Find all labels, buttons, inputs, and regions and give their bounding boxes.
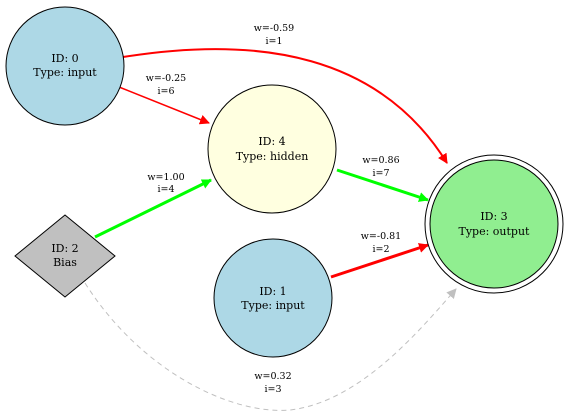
edge-2-to-3-line	[84, 282, 457, 411]
edge-4-to-3-line	[336, 168, 429, 202]
edge-1-to-3: w=-0.81 i=2	[330, 231, 429, 279]
edge-0-to-3-weight: w=-0.59	[254, 23, 294, 34]
node-4-shape	[207, 84, 337, 214]
node-4-id-label: ID: 4	[258, 135, 285, 148]
node-0-id-label: ID: 0	[51, 52, 78, 65]
node-3-type-label: Type: output	[459, 225, 531, 238]
edge-2-to-3-weight: w=0.32	[254, 371, 291, 382]
edge-0-to-4-weight: w=-0.25	[146, 73, 186, 84]
edge-0-to-4-index: i=6	[157, 86, 174, 97]
node-3: ID: 3 Type: output	[424, 154, 564, 294]
node-2: ID: 2 Bias	[14, 214, 116, 298]
edge-1-to-3-line	[330, 243, 429, 279]
edge-0-to-3-line	[122, 48, 448, 164]
edge-2-to-4-weight: w=1.00	[147, 172, 184, 183]
node-2-type-label: Bias	[53, 256, 77, 269]
node-4: ID: 4 Type: hidden	[207, 84, 337, 214]
node-1-type-label: Type: input	[241, 299, 305, 312]
node-1: ID: 1 Type: input	[213, 238, 333, 358]
node-3-shape	[429, 159, 559, 289]
edge-1-to-3-index: i=2	[372, 244, 389, 255]
edge-2-to-4-index: i=4	[157, 184, 174, 195]
edge-2-to-4: w=1.00 i=4	[94, 172, 212, 239]
node-2-shape	[14, 214, 116, 298]
node-1-shape	[213, 238, 333, 358]
node-1-id-label: ID: 1	[259, 285, 286, 298]
edge-0-to-4-line	[118, 86, 210, 125]
edge-4-to-3: w=0.86 i=7	[336, 155, 429, 202]
node-4-type-label: Type: hidden	[236, 150, 309, 163]
edge-4-to-3-weight: w=0.86	[362, 155, 399, 166]
edge-4-to-3-index: i=7	[372, 168, 389, 179]
edge-2-to-3: w=0.32 i=3	[84, 282, 457, 411]
edge-1-to-3-weight: w=-0.81	[361, 231, 401, 242]
edge-2-to-4-line	[94, 178, 212, 239]
node-0-shape	[5, 6, 125, 126]
node-2-id-label: ID: 2	[51, 242, 78, 255]
node-3-outer-ring	[424, 154, 564, 294]
node-0-type-label: Type: input	[33, 66, 97, 79]
edge-0-to-3: w=-0.59 i=1	[122, 23, 448, 164]
edge-0-to-3-index: i=1	[265, 36, 282, 47]
node-3-id-label: ID: 3	[480, 210, 507, 223]
edge-2-to-3-index: i=3	[264, 384, 281, 395]
node-0: ID: 0 Type: input	[5, 6, 125, 126]
edge-0-to-4: w=-0.25 i=6	[118, 73, 210, 125]
